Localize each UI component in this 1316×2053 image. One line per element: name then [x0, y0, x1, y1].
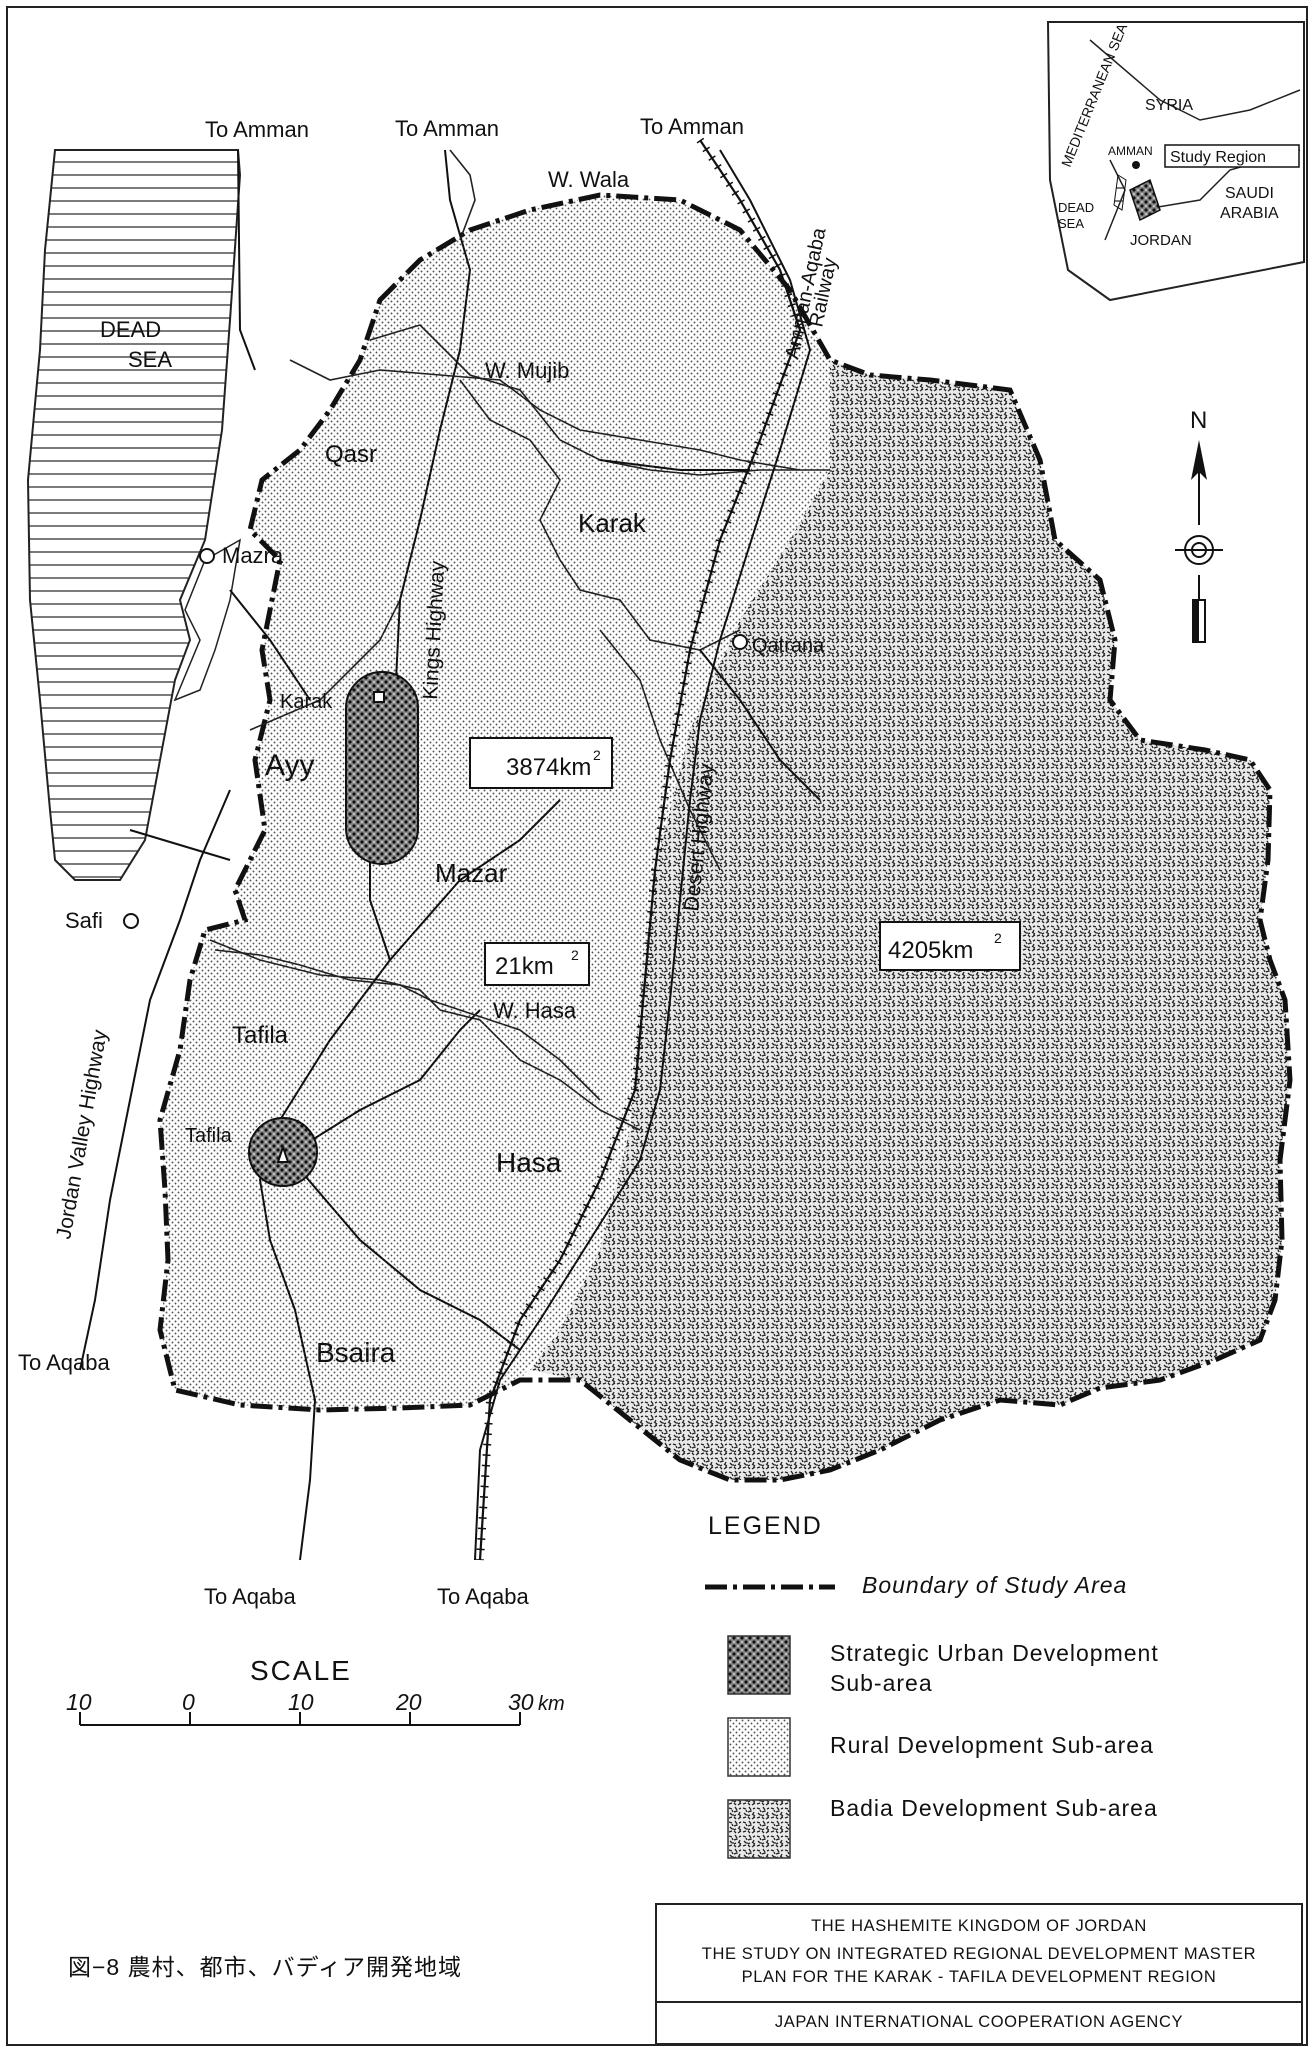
- qatrana-label: Qatrana: [752, 635, 825, 657]
- wadi-hasa-label: W. Hasa: [493, 998, 577, 1023]
- title-divider: [657, 2001, 1301, 2003]
- badia-area-box: [879, 921, 1021, 971]
- svg-text:Study Region: Study Region: [1170, 149, 1266, 166]
- title-line-1: The Hashemite Kingdom of Jordan: [811, 1917, 1147, 1935]
- dead-sea: [26, 149, 242, 881]
- svg-text:10: 10: [288, 1689, 314, 1715]
- svg-text:SAUDI: SAUDI: [1225, 185, 1274, 202]
- to-amman-west: To Amman: [205, 117, 309, 142]
- safi-label: Safi: [65, 908, 103, 933]
- urban-area-box: [484, 942, 590, 986]
- tafila-area-label: Tafila: [232, 1022, 289, 1049]
- svg-text:JORDAN: JORDAN: [1130, 232, 1192, 249]
- ayy-label: Ayy: [265, 749, 314, 782]
- wadi-wala-label: W. Wala: [548, 167, 630, 192]
- svg-text:0: 0: [182, 1689, 195, 1715]
- hasa-label: Hasa: [496, 1147, 562, 1178]
- rural-area-value: 3874km: [506, 754, 591, 781]
- legend-badia-label: Badia Development Sub-area: [830, 1795, 1158, 1821]
- karak-area-label: Karak: [578, 508, 647, 538]
- svg-text:2: 2: [994, 930, 1002, 946]
- svg-text:ARABIA: ARABIA: [1220, 205, 1279, 222]
- figure-caption: 図−8 農村、都市、バディア開発地域: [68, 1954, 463, 1980]
- svg-text:N: N: [1190, 407, 1207, 434]
- svg-text:km: km: [538, 1693, 565, 1715]
- karak-urban-area: [345, 671, 419, 865]
- bsaira-label: Bsaira: [316, 1337, 396, 1368]
- to-aqaba-central: To Aqaba: [204, 1584, 297, 1609]
- scale-bar: SCALE 10 0 10 20 30 km: [66, 1655, 565, 1726]
- legend-urban-label-2: Sub-area: [830, 1670, 933, 1696]
- to-aqaba-east: To Aqaba: [437, 1584, 530, 1609]
- svg-text:AMMAN: AMMAN: [1108, 144, 1153, 158]
- legend-title: LEGEND: [708, 1512, 823, 1540]
- to-amman-east: To Amman: [640, 114, 744, 139]
- mazra-label: Mazra: [222, 543, 284, 568]
- legend-urban-label: Strategic Urban Development: [830, 1640, 1159, 1666]
- title-line-2: The Study on Integrated Regional Develop…: [701, 1945, 1257, 1963]
- title-line-3: Plan for the Karak - Tafila Development …: [741, 1968, 1217, 1986]
- legend-boundary-label: Boundary of Study Area: [862, 1572, 1128, 1598]
- safi-marker: [123, 913, 139, 929]
- map-frame: [6, 6, 1308, 2046]
- title-line-4: Japan International Cooperation Agency: [774, 2013, 1184, 2031]
- tafila-town-marker: [276, 1143, 290, 1163]
- mazar-label: Mazar: [435, 858, 508, 888]
- study-area-boundary: [157, 192, 1293, 1483]
- rural-area-box: [469, 737, 613, 789]
- svg-text:SYRIA: SYRIA: [1145, 97, 1193, 114]
- jordan-valley-highway-label: Jordan Valley Highway: [52, 1028, 112, 1241]
- svg-text:10: 10: [66, 1689, 92, 1715]
- mazra-marker: [199, 548, 215, 564]
- svg-text:2: 2: [571, 947, 579, 963]
- tafila-town-label: Tafila: [185, 1125, 233, 1147]
- svg-text:DEAD: DEAD: [1058, 200, 1094, 215]
- roads: [79, 149, 821, 1561]
- subarea-boundaries: [209, 324, 830, 1131]
- title-block: The Hashemite Kingdom of Jordan The Stud…: [655, 1903, 1303, 2045]
- to-amman-central: To Amman: [395, 116, 499, 141]
- svg-text:SEA: SEA: [1058, 216, 1084, 231]
- karak-town-marker: [373, 691, 385, 703]
- badia-area-value: 4205km: [888, 937, 973, 964]
- svg-text:SEA: SEA: [128, 347, 172, 372]
- svg-text:2: 2: [593, 747, 601, 763]
- qatrana-marker: [732, 634, 748, 650]
- qasr-label: Qasr: [325, 441, 377, 468]
- svg-text:20: 20: [395, 1689, 422, 1715]
- karak-town-label: Karak: [280, 691, 333, 713]
- to-aqaba-west: To Aqaba: [18, 1350, 111, 1375]
- inset-map: MEDITERRANEAN SEA SYRIA AMMAN Study Regi…: [1046, 20, 1305, 302]
- wadi-mujib-label: W. Mujib: [485, 358, 569, 383]
- dead-sea-label: DEAD: [100, 317, 161, 342]
- rural-development-area: [160, 195, 830, 1410]
- badia-development-area: [530, 360, 1290, 1480]
- legend-rural-label: Rural Development Sub-area: [830, 1732, 1154, 1758]
- north-arrow: N: [1175, 407, 1223, 643]
- svg-text:30: 30: [508, 1689, 534, 1715]
- urban-area-value: 21km: [495, 953, 554, 980]
- svg-text:SCALE: SCALE: [250, 1655, 352, 1686]
